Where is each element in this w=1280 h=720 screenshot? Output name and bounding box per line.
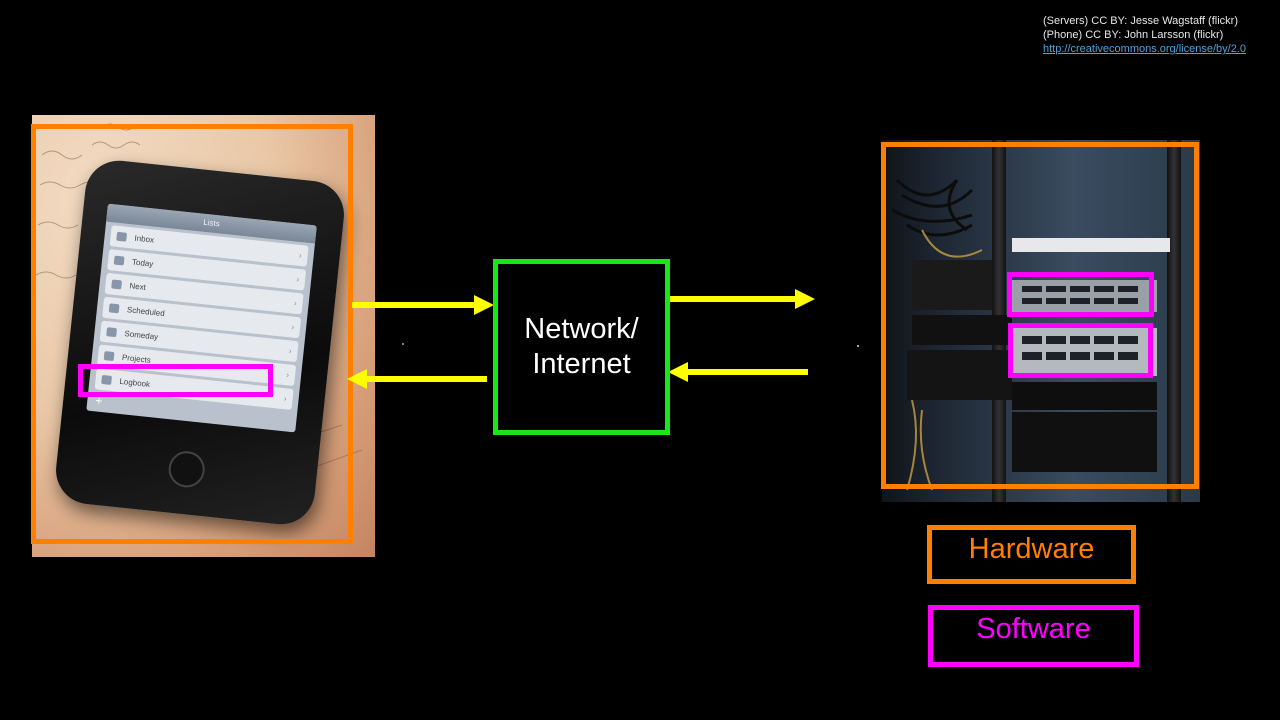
credit-phone: (Phone) CC BY: John Larsson (flickr) [1043, 29, 1224, 41]
photo-credits: (Servers) CC BY: Jesse Wagstaff (flickr)… [1043, 14, 1246, 56]
legend-hardware: Hardware [927, 525, 1136, 584]
rack-post [1167, 140, 1181, 502]
legend-software: Software [928, 605, 1139, 667]
legend-hardware-label: Hardware [968, 533, 1095, 565]
arrow-left-icon [668, 362, 808, 382]
server-hardware-highlight [881, 142, 1199, 489]
phone-software-highlight [78, 364, 273, 397]
server-software-highlight [1008, 323, 1153, 378]
network-internet-box: Network/ Internet [493, 259, 670, 435]
arrow-right-icon [670, 289, 815, 309]
network-label-line1: Network/ [524, 313, 639, 345]
arrow-left-icon [347, 369, 487, 389]
dot [857, 345, 859, 347]
network-label-line2: Internet [532, 348, 631, 380]
server-software-highlight [1007, 272, 1154, 317]
arrow-right-icon [352, 295, 494, 315]
legend-software-label: Software [976, 613, 1091, 645]
license-link[interactable]: http://creativecommons.org/license/by/2.… [1043, 43, 1246, 55]
dot [402, 343, 404, 345]
network-label: Network/ Internet [524, 312, 638, 382]
server-rack-photo [882, 140, 1200, 502]
phone-photo: Lists Inbox Today Next Scheduled Someday… [32, 115, 375, 557]
credit-servers: (Servers) CC BY: Jesse Wagstaff (flickr) [1043, 15, 1238, 27]
rack-equipment [891, 178, 1170, 491]
phone-hardware-highlight [31, 124, 353, 544]
